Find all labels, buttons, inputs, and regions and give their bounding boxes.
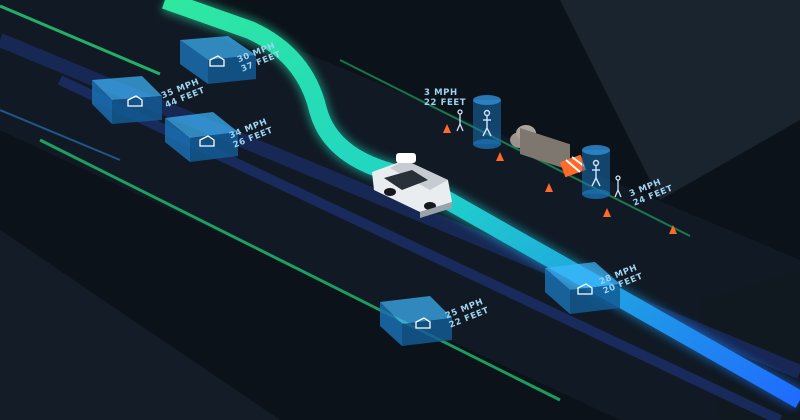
pipe-stack-icon <box>510 125 570 171</box>
vehicle-box-top-left <box>180 36 256 84</box>
pedestrian-icon <box>456 109 464 132</box>
pedestrian-2 <box>582 145 610 199</box>
vehicle-box-right <box>545 262 620 314</box>
car-icon <box>209 55 225 67</box>
traffic-cone-icon <box>669 225 677 234</box>
building-block <box>560 0 800 200</box>
vehicle-box-left-1 <box>92 76 162 124</box>
car-icon <box>415 317 431 329</box>
traffic-cone-icon <box>496 152 504 161</box>
planned-path <box>161 0 800 411</box>
vehicle-box-left-2 <box>165 112 238 162</box>
pedestrian-icon <box>482 109 492 137</box>
traffic-cone-icon <box>443 124 451 133</box>
distance-text: 22 FEET <box>424 98 467 108</box>
pedestrian-label-1: 3 MPH 22 FEET <box>424 88 466 108</box>
car-icon <box>577 283 593 295</box>
autonomous-car-icon <box>372 153 452 218</box>
traffic-cone-icon <box>545 183 553 192</box>
pedestrian-1 <box>473 95 501 149</box>
pedestrian-icon <box>591 159 601 187</box>
ground-block <box>0 230 280 420</box>
speed-text: 3 MPH <box>424 88 458 98</box>
car-icon <box>199 135 215 147</box>
vehicle-box-bottom <box>380 296 452 346</box>
car-icon <box>127 95 143 107</box>
traffic-cone-icon <box>603 208 611 217</box>
pedestrian-icon <box>614 175 622 198</box>
traffic-cones <box>443 124 677 234</box>
